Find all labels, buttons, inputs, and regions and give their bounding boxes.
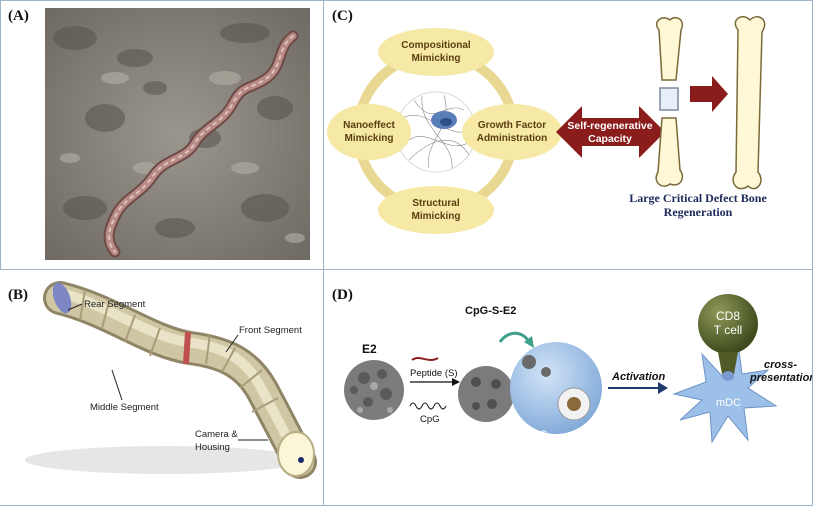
activation-label: Activation (611, 371, 665, 383)
robot-segment-joints (79, 289, 279, 413)
callout-rear: Rear Segment (84, 299, 146, 310)
caption-line1: Large Critical Defect Bone (629, 191, 767, 205)
node-nanoeffect (327, 104, 411, 160)
defect-bone (655, 16, 684, 187)
e2-label: E2 (362, 342, 377, 356)
defect-implant (659, 87, 679, 111)
node-compositional (378, 28, 494, 76)
cross-presentation-line2: presentation (749, 372, 812, 384)
node-growth-factor-line2: Administration (477, 133, 548, 144)
cpg-label: CpG (420, 414, 440, 425)
panel-c-label: (C) (332, 8, 353, 24)
camera-lens (298, 457, 304, 463)
rear-cap (52, 282, 72, 314)
cpg-strand (409, 402, 447, 410)
cross-presentation-line1: cross- (764, 359, 797, 371)
panel-b-diagram: Rear Segment Front Segment Middle Segmen… (0, 270, 323, 505)
mdc-cell (672, 340, 778, 444)
panel-a-label: (A) (8, 8, 29, 24)
panel-c-diagram: Compositional Mimicking Structural Mimic… (327, 16, 767, 234)
peptide-arrowhead (452, 378, 460, 386)
node-growth-factor-line1: Growth Factor (478, 120, 546, 131)
node-nanoeffect-line1: Nanoeffect (343, 120, 395, 131)
node-compositional-line2: Mimicking (412, 53, 461, 64)
cd8-t-cell (698, 294, 758, 354)
peptide-strand (411, 357, 439, 361)
callout-camera-line1: Camera & (195, 429, 238, 440)
panel-a-photo (45, 8, 310, 260)
panel-b-label: (B) (8, 287, 28, 303)
cd8-label-line1: CD8 (716, 309, 740, 323)
panel-divider-vertical (323, 0, 324, 505)
callout-camera-line2: Housing (195, 442, 230, 453)
regeneration-arrow (690, 76, 728, 112)
arrow-text-line2: Capacity (588, 133, 632, 145)
idc-cell (510, 342, 602, 434)
node-compositional-line1: Compositional (401, 40, 471, 51)
node-growth-factor (462, 104, 562, 160)
callout-middle: Middle Segment (90, 402, 159, 413)
arrow-text-line1: Self-regenerative (567, 120, 652, 132)
callout-front: Front Segment (239, 325, 302, 336)
robot-shadow (25, 446, 305, 474)
node-structural-line1: Structural (412, 198, 459, 209)
node-nanoeffect-line2: Mimicking (345, 133, 394, 144)
mdc-label: mDC (716, 397, 741, 409)
robot-red-band (183, 331, 191, 365)
node-structural-line2: Mimicking (412, 211, 461, 222)
caption-line2: Regeneration (664, 205, 733, 219)
cpg-s-e2-particle (458, 366, 514, 422)
node-structural (378, 186, 494, 234)
panel-divider-horizontal (0, 269, 812, 270)
camera-housing (277, 431, 315, 477)
double-arrow (556, 106, 665, 158)
peptide-label: Peptide (S) (410, 368, 458, 379)
panel-d-label: (D) (332, 287, 353, 303)
cd8-label-line2: T cell (714, 323, 742, 337)
healed-bone (732, 16, 766, 190)
cpg-s-e2-label: CpG-S-E2 (465, 305, 516, 317)
activation-arrowhead (658, 382, 668, 394)
panel-d-diagram: E2 Peptide (S) CpG CpG-S-E2 iDC Activati… (344, 294, 812, 444)
idc-label: iDC (529, 429, 547, 441)
